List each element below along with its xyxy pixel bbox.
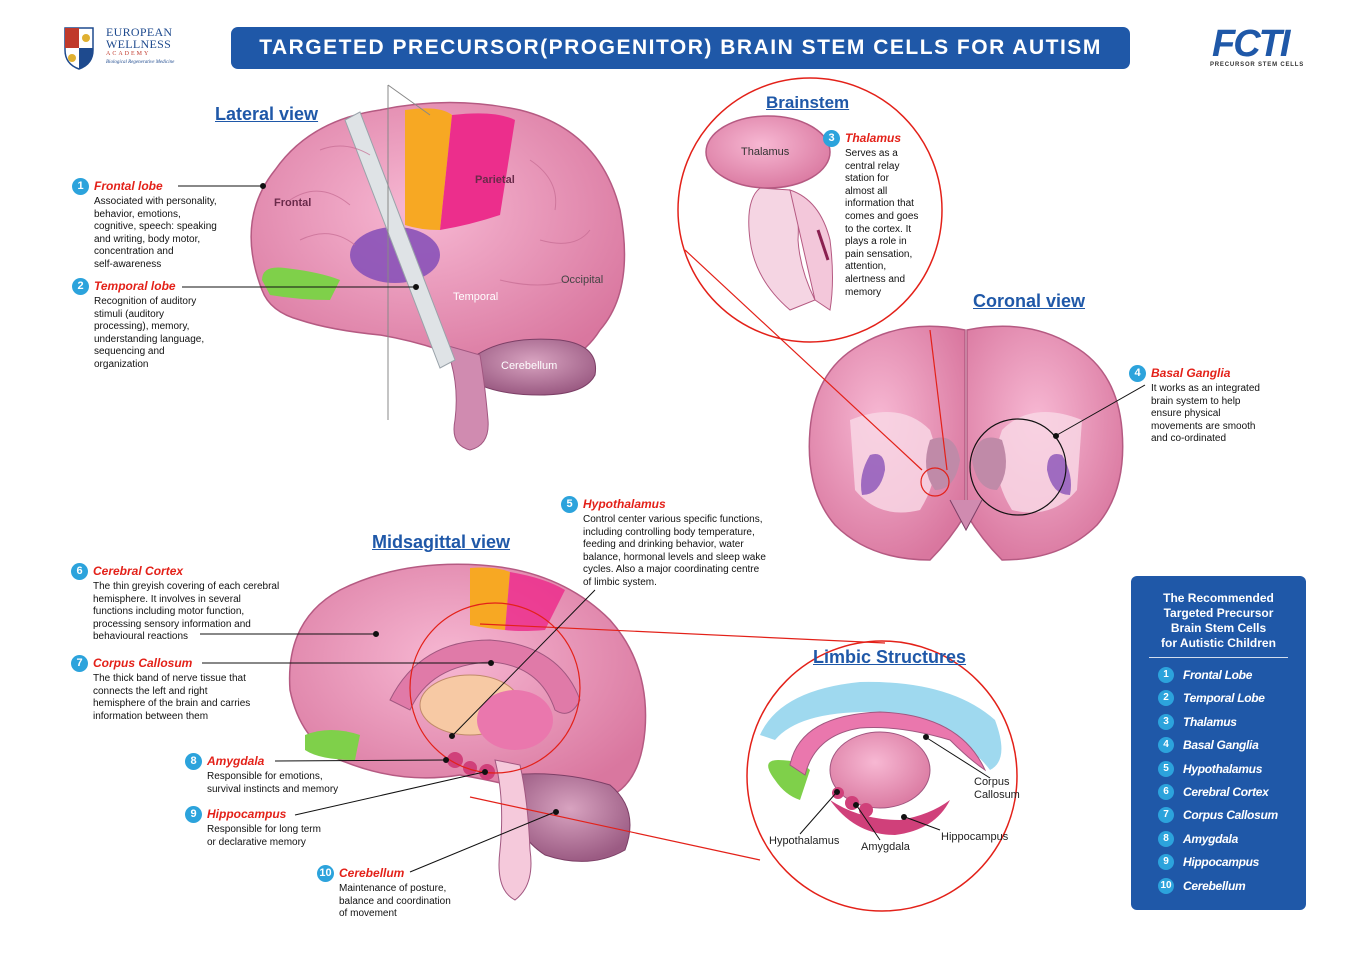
badge-8: 8 [185, 753, 202, 770]
annotation-title: Cerebellum [339, 866, 405, 880]
panel-divider [1149, 657, 1288, 658]
page-title: TARGETED PRECURSOR(PROGENITOR) BRAIN STE… [259, 36, 1102, 59]
badge-5: 5 [561, 496, 578, 513]
annotation-title: Hippocampus [207, 807, 287, 821]
label-thalamus: Thalamus [741, 146, 790, 158]
badge-9: 9 [185, 806, 202, 823]
thalamus-illustration [705, 115, 833, 311]
brainstem-shape [444, 344, 489, 451]
recommended-stem-cells-panel: The Recommended Targeted Precursor Brain… [1131, 576, 1306, 910]
label-hippocampus: Hippocampus [941, 831, 1009, 843]
annotation-desc: Associated with personality,behavior, em… [94, 196, 217, 270]
fcti-sub: PRECURSOR STEM CELLS [1210, 62, 1305, 68]
annotation-title: Hypothalamus [583, 497, 666, 511]
annotation-title: Corpus Callosum [93, 656, 193, 670]
motor-cortex-region [405, 108, 452, 230]
label-corpus-1: Corpus [974, 776, 1010, 788]
logo-line-4: Biological Regenerative Medicine [106, 60, 175, 65]
limbic-illustration [760, 681, 1002, 835]
annotation-title: Temporal lobe [94, 279, 176, 293]
logo-line-2: WELLNESS [106, 37, 172, 51]
coronal-brain [808, 325, 1124, 561]
label-amygdala: Amygdala [861, 841, 910, 853]
badge-10: 10 [317, 865, 334, 882]
coronal-view-title: Coronal view [973, 291, 1086, 311]
badge-3: 3 [823, 130, 840, 147]
label-frontal: Frontal [274, 197, 312, 209]
annotation-title: Amygdala [207, 754, 265, 768]
label-parietal: Parietal [475, 174, 515, 186]
annotation-title: Basal Ganglia [1151, 366, 1231, 380]
logo-line-3: ACADEMY [106, 51, 151, 57]
label-cerebellum: Cerebellum [501, 360, 558, 372]
label-hypothalamus: Hypothalamus [769, 835, 840, 847]
label-temporal: Temporal [453, 291, 499, 303]
lateral-brain [250, 84, 626, 451]
annotation-desc: Responsible for emotions,survival instin… [207, 771, 339, 795]
fcti-logo: FCTI PRECURSOR STEM CELLS [1208, 24, 1308, 72]
logo-line-1: EUROPEAN [106, 25, 173, 39]
fcti-mark: FCTI [1212, 23, 1290, 65]
panel-heading: The Recommended Targeted Precursor Brain… [1161, 591, 1276, 650]
leader-lines [178, 183, 1146, 873]
parietal-region [440, 113, 515, 230]
midsagittal-brain [288, 563, 647, 901]
cerebellum-shape [469, 338, 597, 396]
badge-6: 6 [71, 563, 88, 580]
annotation-title: Frontal lobe [94, 179, 163, 193]
annotation-title: Thalamus [845, 131, 902, 145]
brainstem-title: Brainstem [766, 93, 850, 112]
annotation-desc: The thin greyish covering of each cerebr… [93, 581, 280, 643]
midsagittal-view-title: Midsagittal view [372, 532, 511, 552]
annotation-desc: Maintenance of posture,balance and coord… [339, 883, 451, 920]
annotation-title: Cerebral Cortex [93, 564, 184, 578]
badge-7: 7 [71, 655, 88, 672]
badge-4: 4 [1129, 365, 1146, 382]
limbic-title: Limbic Structures [813, 647, 967, 667]
label-corpus-2: Callosum [974, 789, 1020, 801]
section-plane [344, 111, 456, 369]
lateral-view-title: Lateral view [215, 104, 319, 124]
title-banner: TARGETED PRECURSOR(PROGENITOR) BRAIN STE… [231, 27, 1130, 69]
european-wellness-logo: EUROPEAN WELLNESS ACADEMY Biological Reg… [62, 24, 192, 74]
badge-2: 2 [72, 278, 89, 295]
crest-icon [64, 27, 94, 70]
label-occipital: Occipital [561, 274, 604, 286]
frontal-green-region [262, 267, 340, 300]
badge-1: 1 [72, 178, 89, 195]
annotation-desc: Control center various specific function… [583, 514, 766, 588]
